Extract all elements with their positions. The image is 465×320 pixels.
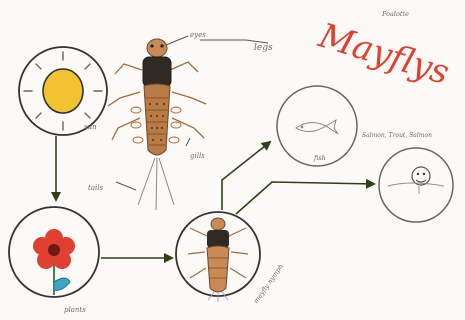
arrow-nymph-to-human xyxy=(236,182,374,214)
page-title: Mayflys xyxy=(313,15,453,93)
corner-note: Poalotte xyxy=(381,10,409,18)
flower-icon xyxy=(33,229,75,269)
fish-icon xyxy=(296,120,338,134)
gills-label: gills xyxy=(190,152,205,160)
thorax-icon xyxy=(143,57,171,87)
human-node xyxy=(379,148,453,222)
tails-icon xyxy=(138,158,174,210)
fish-note: Salmon, Trout, Salmon xyxy=(362,132,432,139)
leaf-icon xyxy=(54,278,70,290)
eye-icon xyxy=(160,44,163,47)
plants-node: plants xyxy=(9,207,99,314)
sun-node: sun xyxy=(19,47,107,135)
fish-node: fish xyxy=(277,86,357,166)
fish-label: fish xyxy=(313,154,326,162)
tails-label: tails xyxy=(88,184,103,192)
sun-icon xyxy=(43,69,83,113)
sun-label: sun xyxy=(84,123,97,131)
legs-label: legs xyxy=(254,43,273,53)
plants-label: plants xyxy=(64,306,86,314)
head-icon xyxy=(147,39,167,57)
mayfly-nymph-node: mayfly nymph xyxy=(176,212,285,305)
eye-icon xyxy=(150,44,153,47)
abdomen-icon xyxy=(144,84,170,155)
arrow-nymph-to-fish xyxy=(222,142,270,210)
eyes-label: eyes xyxy=(190,31,206,39)
human-face-icon xyxy=(388,167,444,194)
